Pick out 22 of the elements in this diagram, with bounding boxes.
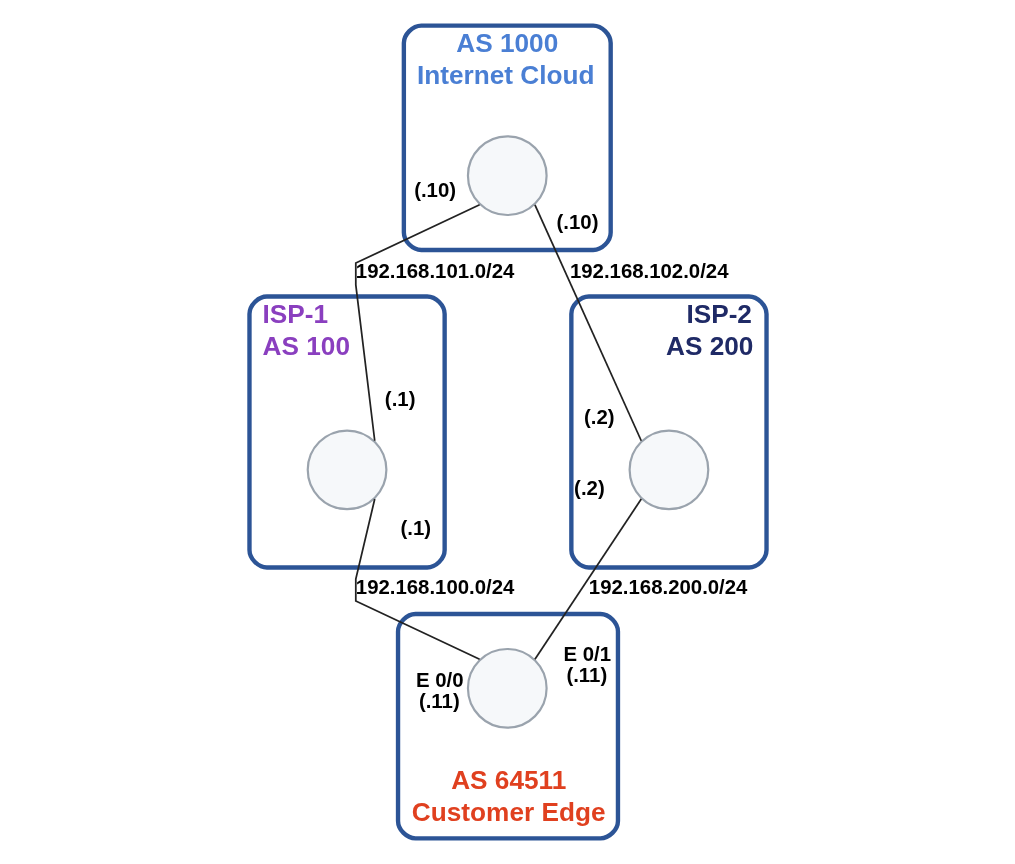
node-circle <box>466 647 548 729</box>
edge-label: 192.168.102.0/24 <box>569 259 729 282</box>
node-label: (.10) <box>413 178 456 201</box>
node-circle <box>306 429 387 511</box>
node-label: (.1) <box>400 517 431 540</box>
node-label: E 0/1 <box>562 643 611 666</box>
edge-label: 192.168.200.0/24 <box>588 575 747 598</box>
node-label: (.2) <box>583 406 615 429</box>
node-label: (.2) <box>573 477 605 500</box>
node-circle <box>466 135 548 217</box>
edge-label: 192.168.101.0/24 <box>355 259 514 282</box>
node-label: (.10) <box>556 210 598 233</box>
node-label: (.11) <box>565 663 607 686</box>
connector <box>533 498 642 661</box>
connector <box>533 203 642 442</box>
edge-label: 192.168.100.0/24 <box>355 575 514 598</box>
node-label: E 0/0 <box>415 669 464 692</box>
connector <box>354 498 480 661</box>
connector <box>354 203 480 442</box>
node-label: (.11) <box>418 689 460 712</box>
node-label: (.1) <box>384 387 415 410</box>
node-circle <box>628 429 709 511</box>
